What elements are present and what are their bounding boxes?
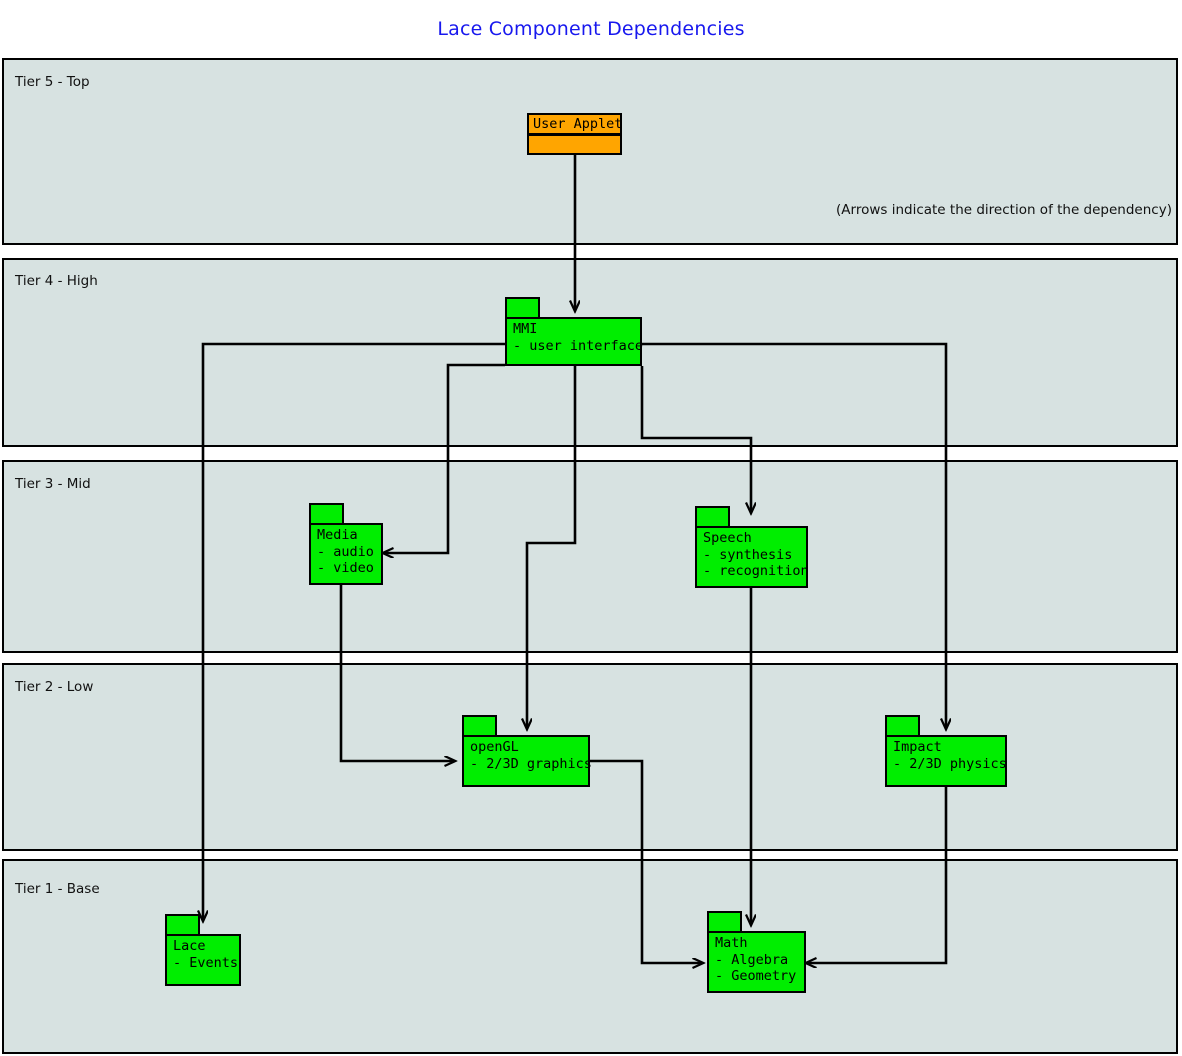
tier-label-top: Tier 5 - Top — [15, 74, 90, 90]
component-impact[interactable]: Impact - 2/3D physics — [885, 715, 1007, 787]
component-lace-tab — [165, 914, 200, 936]
component-lace[interactable]: Lace - Events — [165, 914, 241, 986]
tier-label-mid: Tier 3 - Mid — [15, 476, 91, 492]
component-speech-tab — [695, 506, 730, 528]
component-impact-label: Impact - 2/3D physics — [885, 735, 1007, 787]
component-math-label: Math - Algebra - Geometry — [707, 931, 806, 993]
component-lace-label: Lace - Events — [165, 934, 241, 986]
component-mmi-label: MMI - user interface — [505, 317, 643, 366]
page-title: Lace Component Dependencies — [437, 18, 745, 40]
tier-label-low: Tier 2 - Low — [15, 679, 94, 695]
component-media[interactable]: Media - audio - video — [309, 503, 383, 585]
tier-label-base: Tier 1 - Base — [15, 881, 100, 897]
component-mmi-tab — [505, 297, 540, 319]
legend-note: (Arrows indicate the direction of the de… — [836, 202, 1172, 218]
component-impact-tab — [885, 715, 920, 737]
tier-band-mid — [2, 460, 1178, 653]
component-media-tab — [309, 503, 344, 525]
component-opengl-label: openGL - 2/3D graphics — [462, 735, 592, 787]
component-speech-label: Speech - synthesis - recognition — [695, 526, 809, 588]
component-user-applet-body — [527, 134, 622, 155]
tier-label-high: Tier 4 - High — [15, 273, 98, 289]
component-opengl[interactable]: openGL - 2/3D graphics — [462, 715, 592, 787]
component-math-tab — [707, 911, 742, 933]
component-media-label: Media - audio - video — [309, 523, 383, 585]
component-speech[interactable]: Speech - synthesis - recognition — [695, 506, 809, 588]
component-math[interactable]: Math - Algebra - Geometry — [707, 911, 806, 993]
component-user-applet[interactable]: User Applet — [527, 113, 622, 155]
component-opengl-tab — [462, 715, 497, 737]
component-user-applet-label: User Applet — [527, 113, 622, 135]
component-mmi[interactable]: MMI - user interface — [505, 297, 643, 366]
